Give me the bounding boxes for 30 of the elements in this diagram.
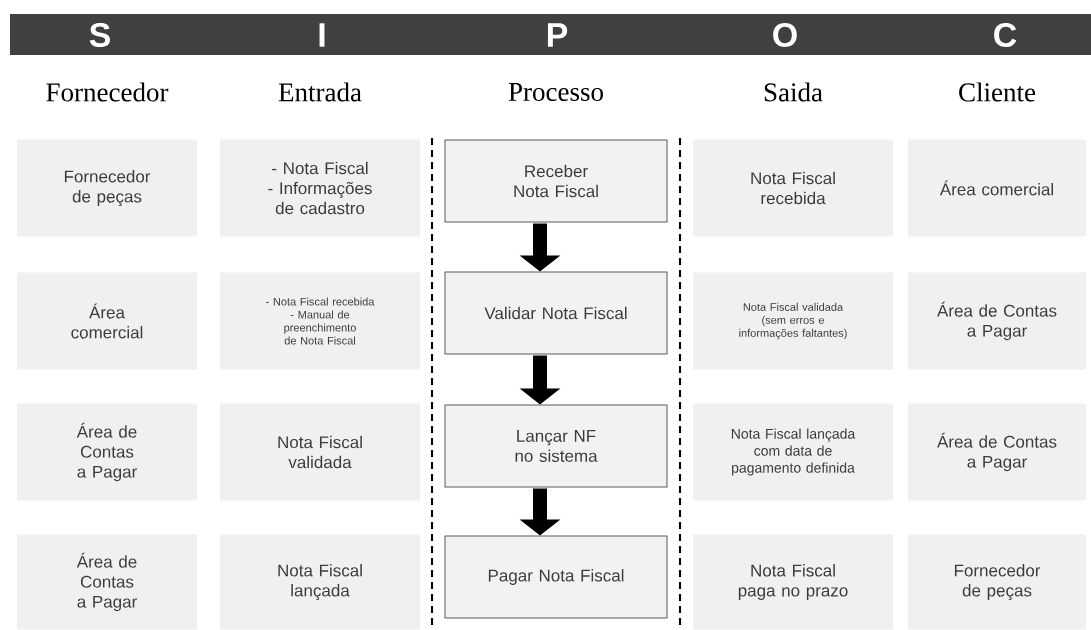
info-box: - Nota Fiscal - Informações de cadastro [220, 139, 420, 237]
column-title: Saida [764, 82, 823, 102]
info-box: - Nota Fiscal recebida - Manual de preenchimento de Nota Fiscal [220, 272, 420, 370]
info-box: Área comercial [908, 139, 1086, 237]
column-title: Processo [508, 83, 603, 101]
info-box: Nota Fiscal validada (sem erros e informações faltantes) [693, 272, 893, 370]
header-letter: S [89, 22, 110, 48]
header-letter: C [994, 22, 1017, 48]
info-box: Fornecedor de peças [17, 139, 197, 237]
header-letter: I [319, 23, 325, 47]
info-box: Área de Contas a Pagar [17, 534, 197, 630]
info-box: Nota Fiscal paga no prazo [693, 534, 893, 630]
column-title: Entrada [278, 82, 362, 102]
info-box: Área de Contas a Pagar [908, 403, 1086, 501]
info-box: Nota Fiscal lançada [220, 534, 420, 630]
info-box: Área de Contas a Pagar [17, 403, 197, 501]
header-letter: O [773, 22, 797, 48]
column-title: Cliente [959, 82, 1036, 102]
process-box: Receber Nota Fiscal [444, 139, 668, 223]
info-box: Nota Fiscal lançada com data de pagamento definida [693, 403, 893, 501]
column-title: Fornecedor [46, 82, 169, 102]
process-box: Validar Nota Fiscal [444, 271, 668, 355]
info-box: Área comercial [17, 272, 197, 370]
process-box: Lançar NF no sistema [444, 404, 668, 488]
info-box: Fornecedor de peças [908, 534, 1086, 630]
header-letter: P [547, 23, 568, 47]
info-box: Área de Contas a Pagar [908, 272, 1086, 370]
process-box: Pagar Nota Fiscal [444, 535, 668, 619]
info-box: Nota Fiscal recebida [693, 139, 893, 237]
info-box: Nota Fiscal validada [220, 403, 420, 501]
